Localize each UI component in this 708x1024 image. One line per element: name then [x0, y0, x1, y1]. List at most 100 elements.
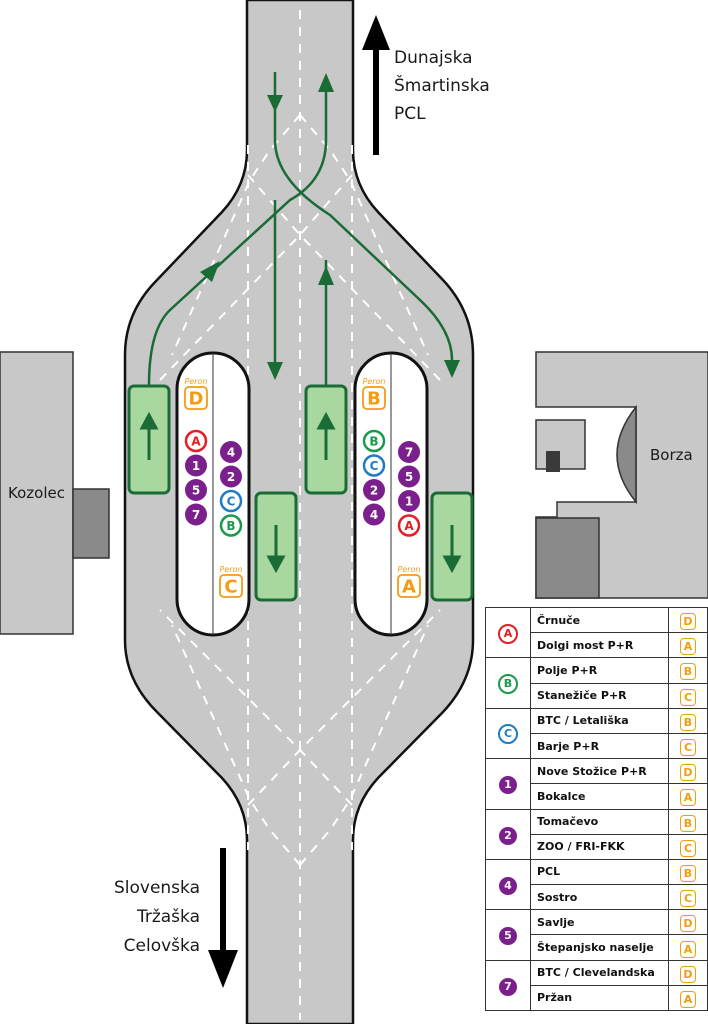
route-arrowheads: [200, 73, 460, 380]
line-badge-1: 1: [398, 490, 420, 512]
legend-platform-cell: B: [668, 707, 708, 734]
legend-platform: A: [680, 789, 696, 807]
arrow-down-icon: [444, 360, 460, 378]
arrow-south-icon: [208, 950, 238, 988]
legend-platform-cell: C: [668, 682, 708, 709]
legend-platform-cell: B: [668, 808, 708, 835]
arrow-up-right-icon: [200, 261, 220, 282]
line-badge-label: 7: [192, 508, 200, 522]
line-badge-5: 5: [185, 479, 207, 501]
legend-platform: C: [680, 739, 696, 757]
platform-word: Peron: [363, 377, 386, 386]
legend-platform: A: [680, 990, 696, 1008]
line-badge-4: 4: [499, 877, 517, 896]
legend-destination: BTC / Letališka: [530, 707, 669, 734]
legend-platform-cell: A: [668, 632, 708, 659]
legend-platform-cell: D: [668, 606, 708, 634]
legend-platform-cell: A: [668, 984, 708, 1012]
legend-row: Sostro C: [486, 884, 708, 911]
line-badge-A: A: [397, 514, 421, 537]
legend-platform: B: [680, 864, 696, 882]
line-badge-label: 7: [405, 446, 413, 460]
legend-destination: Tomačevo: [530, 808, 669, 835]
building-borza-label: Borza: [650, 446, 693, 464]
platform-letter: A: [402, 577, 416, 598]
line-badge-5: 5: [398, 465, 420, 488]
line-badge-label: B: [226, 519, 235, 533]
legend-platform-cell: D: [668, 909, 708, 936]
line-badge-C: C: [219, 489, 243, 513]
platform-word: Peron: [398, 565, 421, 574]
line-badge-label: 5: [405, 470, 413, 484]
legend-platform-cell: B: [668, 858, 708, 886]
line-badge-B: B: [362, 429, 386, 453]
legend-platform: B: [680, 663, 696, 681]
line-badge-4: 4: [363, 503, 385, 526]
building-borza-kiosk: [535, 419, 586, 470]
legend-platform-cell: A: [668, 783, 708, 810]
legend-platform: C: [680, 688, 696, 706]
platform-letter: C: [224, 577, 237, 598]
direction-south-2: Tržaška: [136, 907, 200, 927]
line-badge-2: 2: [363, 479, 385, 501]
legend-platform-cell: D: [668, 959, 708, 986]
route-down-right: [273, 72, 454, 361]
legend-platform-cell: C: [668, 833, 708, 860]
legend-destination: Pržan: [530, 984, 669, 1012]
building-borza-kiosk-door: [546, 451, 560, 472]
legend-platform: D: [680, 915, 696, 933]
legend-platform: B: [680, 814, 696, 832]
platform-word: Peron: [185, 377, 208, 386]
arrow-up-icon: [318, 73, 334, 92]
building-kozolec: [0, 351, 74, 635]
line-badge-1: 1: [185, 454, 207, 477]
line-badge-B: B: [219, 514, 243, 537]
legend-platform: C: [680, 839, 696, 857]
line-badge-7: 7: [499, 977, 517, 996]
legend-line-cell: 5: [485, 909, 531, 961]
line-badge-7: 7: [185, 503, 207, 526]
arrow-up-icon: [318, 266, 334, 285]
legend-destination: Barje P+R: [530, 732, 669, 760]
line-badge-label: A: [404, 519, 414, 533]
line-badge-label: 1: [405, 495, 413, 509]
legend-destination: Stanežiče P+R: [530, 682, 669, 709]
legend-line-cell: B: [485, 657, 531, 709]
line-badge-label: C: [227, 495, 236, 509]
legend-destination: Štepanjsko naselje: [530, 934, 669, 961]
legend-destination: Sostro: [530, 884, 669, 911]
line-badge-B: B: [498, 674, 518, 695]
legend-row: 2 Tomačevo B: [485, 808, 708, 860]
arrow-down-icon: [267, 95, 283, 112]
legend-platform: D: [680, 764, 696, 782]
platform-word: Peron: [220, 565, 243, 574]
building-kozolec-annex: [72, 488, 110, 559]
legend-line-cell: 2: [485, 808, 531, 860]
route-up-left: [147, 78, 328, 386]
legend-destination: PCL: [530, 858, 669, 886]
legend-destination: ZOO / FRI-FKK: [530, 833, 669, 860]
legend-row: ZOO / FRI-FKK C: [486, 833, 708, 860]
legend-line-cell: 1: [485, 758, 531, 810]
legend-destination: Polje P+R: [530, 657, 669, 684]
line-badge-label: 2: [227, 470, 235, 484]
legend-platform: D: [680, 965, 696, 983]
legend-platform-cell: C: [668, 884, 708, 911]
line-badge-2: 2: [499, 826, 517, 845]
legend-platform: C: [680, 890, 696, 908]
building-kozolec-label: Kozolec: [8, 484, 65, 502]
legend-platform-cell: A: [668, 934, 708, 961]
legend-platform-cell: B: [668, 657, 708, 684]
bus-bays: [127, 384, 474, 602]
line-badge-2: 2: [220, 465, 242, 488]
direction-north-3: PCL: [394, 104, 426, 124]
